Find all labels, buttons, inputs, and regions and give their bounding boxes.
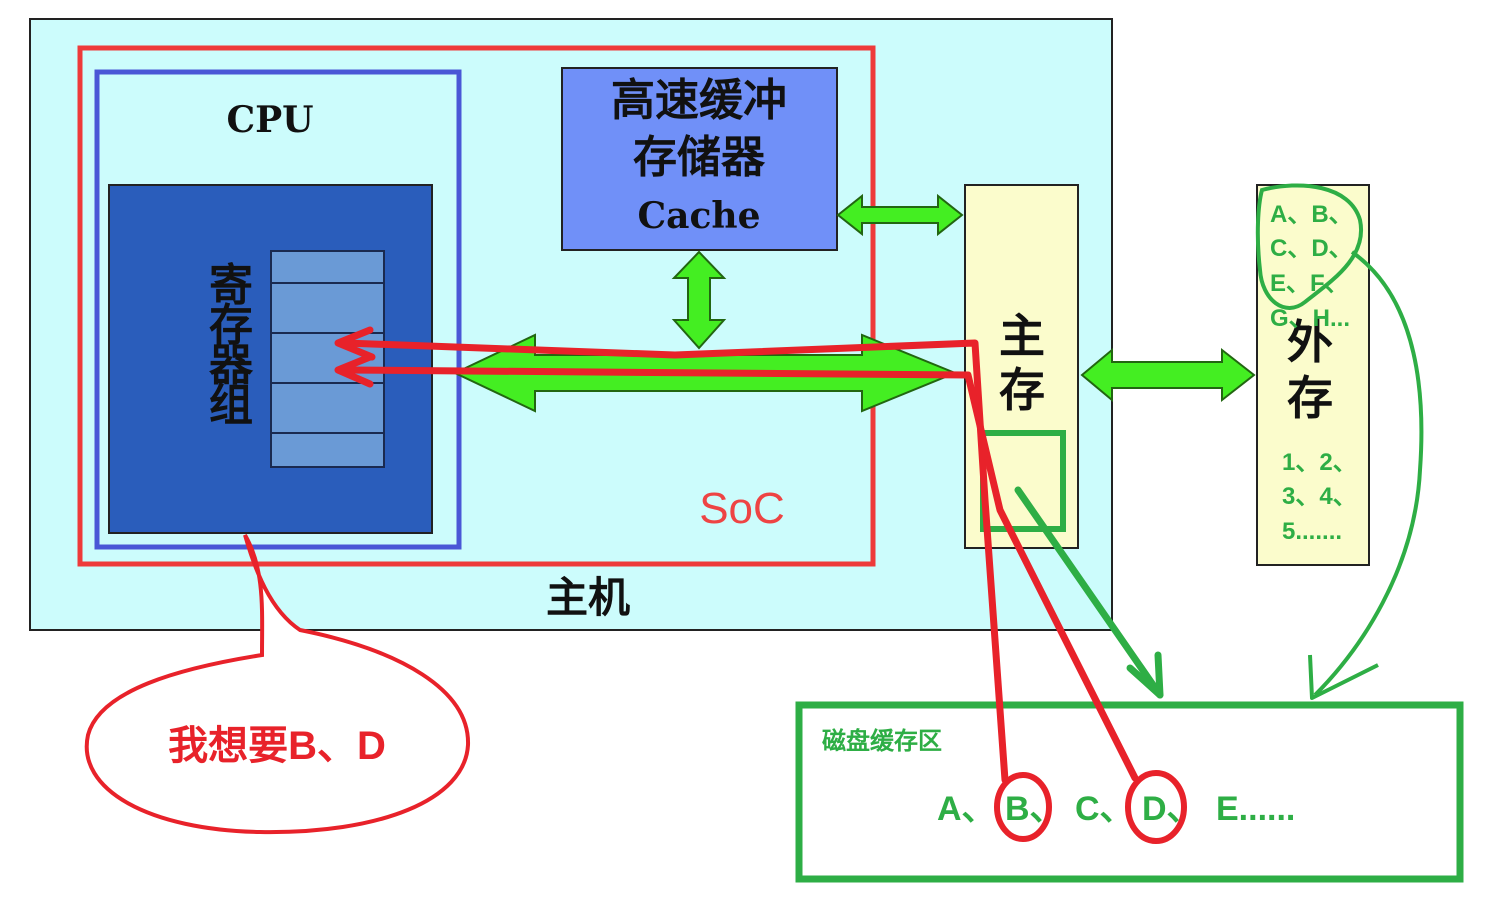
fetch-arrowhead-d xyxy=(334,353,374,388)
disk-item: A、 xyxy=(937,790,996,828)
storage-to-disk-curve xyxy=(1313,250,1424,697)
external-number-line: 1、2、 xyxy=(1282,449,1357,476)
external-number-line: 5....... xyxy=(1282,518,1342,545)
external-storage-box xyxy=(1256,184,1370,566)
disk-item: E...... xyxy=(1216,790,1295,828)
soc-box xyxy=(77,45,876,567)
disk-buffer-title: 磁盘缓存区 xyxy=(822,727,942,755)
cache-line-2: 存储器 xyxy=(633,133,766,182)
cache-line-3: Cache xyxy=(638,195,761,237)
host-label: 主机 xyxy=(546,574,630,621)
fetch-path-b xyxy=(341,339,1009,784)
disk-item: C、 xyxy=(1075,790,1134,828)
buffer-to-disk-arrow xyxy=(1014,486,1164,699)
speech-bubble-text: 我想要B、D xyxy=(168,724,386,768)
disk-item: D、 xyxy=(1142,790,1201,828)
letters-highlight-loop xyxy=(1255,183,1364,310)
external-storage-char-1: 外 xyxy=(1287,316,1333,368)
register-cell xyxy=(270,382,385,434)
external-letters: A、B、 C、D、 E、F、 G、H... xyxy=(1270,201,1353,332)
highlight-circle-b xyxy=(994,772,1052,842)
cache-line-1: 高速缓冲 xyxy=(611,76,787,125)
memory-storage-arrow xyxy=(1080,347,1256,403)
cache-box xyxy=(561,67,838,251)
speech-bubble xyxy=(84,534,471,835)
register-cell xyxy=(270,282,385,334)
fetch-arrowhead-b xyxy=(334,326,376,361)
cpu-box xyxy=(94,69,462,550)
external-letter-line: G、H... xyxy=(1270,305,1350,332)
external-letter-line: C、D、 xyxy=(1270,235,1353,262)
register-cell xyxy=(270,250,385,284)
fetch-path-d xyxy=(341,366,1139,782)
external-numbers: 1、2、 3、4、 5....... xyxy=(1282,449,1357,545)
main-memory-char-2: 存 xyxy=(999,364,1045,416)
main-memory-char-1: 主 xyxy=(999,310,1045,362)
register-cells xyxy=(270,250,385,468)
register-cell xyxy=(270,432,385,468)
cache-memory-arrow xyxy=(836,193,964,237)
cpu-label: CPU xyxy=(226,99,313,141)
storage-to-disk-arrowhead xyxy=(1308,654,1379,700)
register-group-label: 寄存器组 xyxy=(209,261,254,430)
disk-item: B、 xyxy=(1005,790,1064,828)
buffer-to-disk-arrowhead xyxy=(1126,651,1164,699)
disk-buffer-items: A、 B、 C、 D、 E...... xyxy=(937,790,1295,828)
external-storage-char-2: 存 xyxy=(1287,372,1333,424)
cache-bus-arrow xyxy=(671,250,727,350)
external-number-line: 3、4、 xyxy=(1282,483,1357,510)
soc-label: SoC xyxy=(699,484,785,533)
external-letter-line: A、B、 xyxy=(1270,201,1353,228)
highlight-circle-d xyxy=(1125,770,1187,844)
